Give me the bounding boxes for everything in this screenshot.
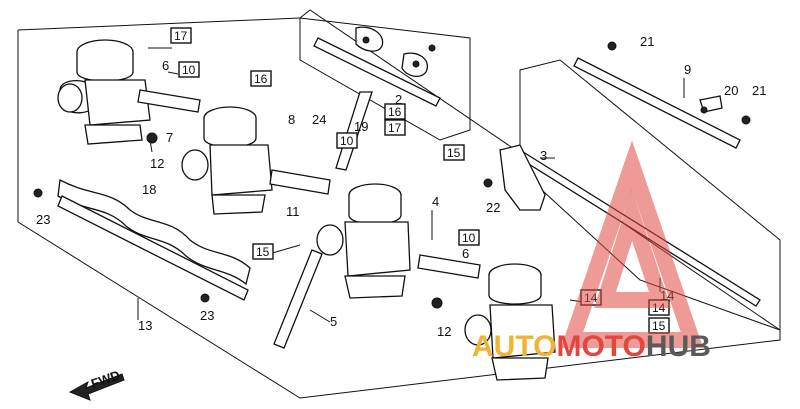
callout-label: 16 xyxy=(388,105,402,119)
throttle-link-plate xyxy=(313,26,441,107)
callout-c23b: 23 xyxy=(200,308,214,323)
callout-c10c: 10 xyxy=(458,229,480,246)
callout-c16a: 16 xyxy=(250,70,272,87)
callout-c15b: 15 xyxy=(252,243,274,260)
fwd-label: FWD xyxy=(89,367,122,391)
callout-c4: 4 xyxy=(432,194,439,209)
callout-c24: 24 xyxy=(312,112,326,127)
callout-label: 12 xyxy=(150,156,164,171)
callout-layer: 2345667891010101112121314141415151516161… xyxy=(36,27,766,339)
callout-c20: 20 xyxy=(724,83,738,98)
callout-box xyxy=(252,243,274,260)
callout-label: 10 xyxy=(182,63,196,77)
carburetor-3 xyxy=(316,183,411,299)
callout-box xyxy=(384,119,406,136)
callout-label: 15 xyxy=(652,319,666,333)
callout-c3: 3 xyxy=(540,148,547,163)
callout-c7: 7 xyxy=(166,130,173,145)
callout-c19: 19 xyxy=(354,119,368,134)
forward-arrow: FWD xyxy=(68,367,125,401)
callout-label: 22 xyxy=(486,200,500,215)
callout-c17b: 17 xyxy=(384,119,406,136)
callout-c12a: 12 xyxy=(150,156,164,171)
callout-box xyxy=(178,61,200,78)
callout-label: 2 xyxy=(395,92,402,107)
bolts xyxy=(33,132,493,309)
callout-c9: 9 xyxy=(684,62,691,77)
callout-label: 15 xyxy=(256,245,270,259)
carburetor-2 xyxy=(181,106,273,215)
choke-bracket xyxy=(499,144,546,211)
callout-label: 9 xyxy=(684,62,691,77)
callout-c21a: 21 xyxy=(640,34,654,49)
watermark-part-hub: HUB xyxy=(646,330,711,363)
callout-c12b: 12 xyxy=(437,324,451,339)
callout-label: 16 xyxy=(254,72,268,86)
callout-box xyxy=(250,70,272,87)
callout-c10b: 10 xyxy=(336,132,358,149)
callout-label: 10 xyxy=(462,231,476,245)
callout-box xyxy=(170,27,192,44)
callout-c17a: 17 xyxy=(170,27,192,44)
watermark-logo: AUTOMOTOHUB xyxy=(472,140,711,363)
callout-c11: 11 xyxy=(286,204,300,219)
callout-c15a: 15 xyxy=(443,144,465,161)
callout-label: 11 xyxy=(286,204,300,219)
callout-c5: 5 xyxy=(330,314,337,329)
callout-label: 20 xyxy=(724,83,738,98)
callout-label: 18 xyxy=(142,182,156,197)
callout-label: 5 xyxy=(330,314,337,329)
callout-label: 13 xyxy=(138,318,152,333)
callout-label: 21 xyxy=(752,83,766,98)
watermark-part-auto: AUTO xyxy=(472,330,556,363)
callout-label: 10 xyxy=(340,134,354,148)
callout-label: 8 xyxy=(288,112,295,127)
callout-c23a: 23 xyxy=(36,212,50,227)
callout-c10a: 10 xyxy=(178,61,200,78)
fuel-joints xyxy=(137,89,481,279)
callout-box xyxy=(458,229,480,246)
callout-label: 15 xyxy=(447,146,461,160)
callout-label: 23 xyxy=(200,308,214,323)
callout-c21b: 21 xyxy=(752,83,766,98)
bottom-rail xyxy=(57,178,251,301)
callout-label: 4 xyxy=(432,194,439,209)
connecting-rod xyxy=(273,249,323,349)
callout-label: 17 xyxy=(174,29,188,43)
assembly-frame xyxy=(17,9,781,399)
panel-throttle-link xyxy=(299,17,471,141)
callout-c2: 2 xyxy=(395,92,402,107)
callout-c8: 8 xyxy=(288,112,295,127)
callout-label: 12 xyxy=(437,324,451,339)
callout-box xyxy=(384,103,406,120)
callout-c6b: 6 xyxy=(462,246,469,261)
watermark-part-moto: MOTO xyxy=(556,330,645,363)
callout-label: 6 xyxy=(462,246,469,261)
callout-label: 3 xyxy=(540,148,547,163)
callout-label: 17 xyxy=(388,121,402,135)
callout-label: 6 xyxy=(162,58,169,73)
callout-c22: 22 xyxy=(486,200,500,215)
callout-box xyxy=(336,132,358,149)
callout-c18: 18 xyxy=(142,182,156,197)
callout-label: 19 xyxy=(354,119,368,134)
callout-c6a: 6 xyxy=(162,58,169,73)
callout-c16b: 16 xyxy=(384,103,406,120)
callout-label: 7 xyxy=(166,130,173,145)
callout-box xyxy=(443,144,465,161)
callout-label: 24 xyxy=(312,112,326,127)
callout-label: 21 xyxy=(640,34,654,49)
carburetor-1 xyxy=(57,39,151,145)
watermark-text: AUTOMOTOHUB xyxy=(472,330,711,363)
carburetor-4 xyxy=(464,263,556,381)
callout-label: 23 xyxy=(36,212,50,227)
callout-c13: 13 xyxy=(138,318,152,333)
